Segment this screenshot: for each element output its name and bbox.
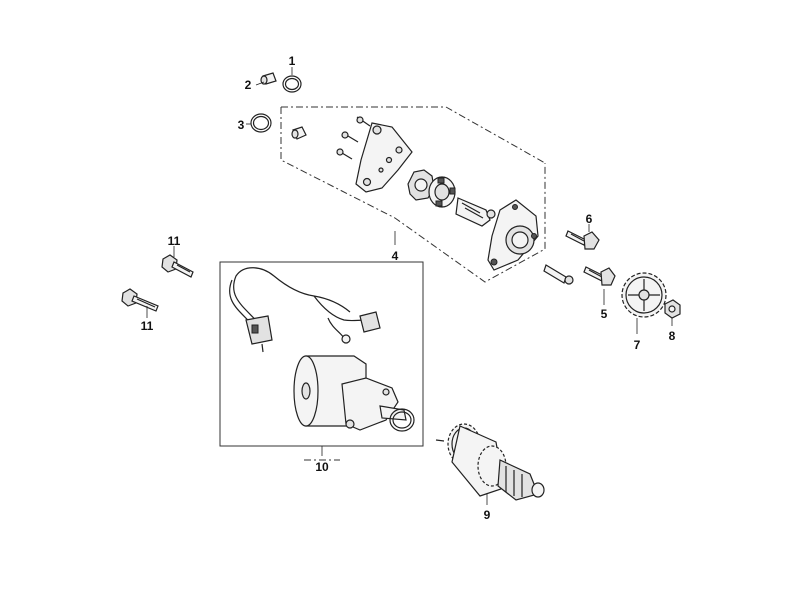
bolt-icon [161, 254, 194, 278]
callout-11-bottom: 11 [141, 319, 154, 333]
leader-line [255, 81, 265, 86]
callout-9: 9 [484, 508, 491, 522]
bolt-icon [121, 288, 159, 312]
o-ring-icon [282, 75, 302, 93]
starter-motor-frame [219, 261, 424, 447]
callout-5: 5 [601, 307, 608, 321]
starter-clutch-assembly-icon [291, 116, 574, 285]
callout-1: 1 [289, 54, 296, 68]
sprocket-gear-icon [621, 272, 667, 318]
callout-3: 3 [238, 118, 245, 132]
callout-6: 6 [586, 212, 593, 226]
starter-drive-gear-icon [435, 423, 545, 501]
bolt-icon [565, 230, 600, 250]
nut-icon [664, 299, 681, 319]
callout-4: 4 [392, 249, 399, 263]
callout-2: 2 [245, 78, 252, 92]
bushing-icon [260, 72, 277, 85]
callout-7: 7 [634, 338, 641, 352]
callout-10: 10 [315, 460, 329, 474]
callout-8: 8 [669, 329, 676, 343]
bolt-icon [583, 266, 616, 286]
starter-clutch-assembly-frame [280, 106, 546, 283]
starter-motor-icon [229, 267, 415, 432]
o-ring-icon [250, 113, 272, 133]
callout-11-top: 11 [168, 234, 181, 248]
